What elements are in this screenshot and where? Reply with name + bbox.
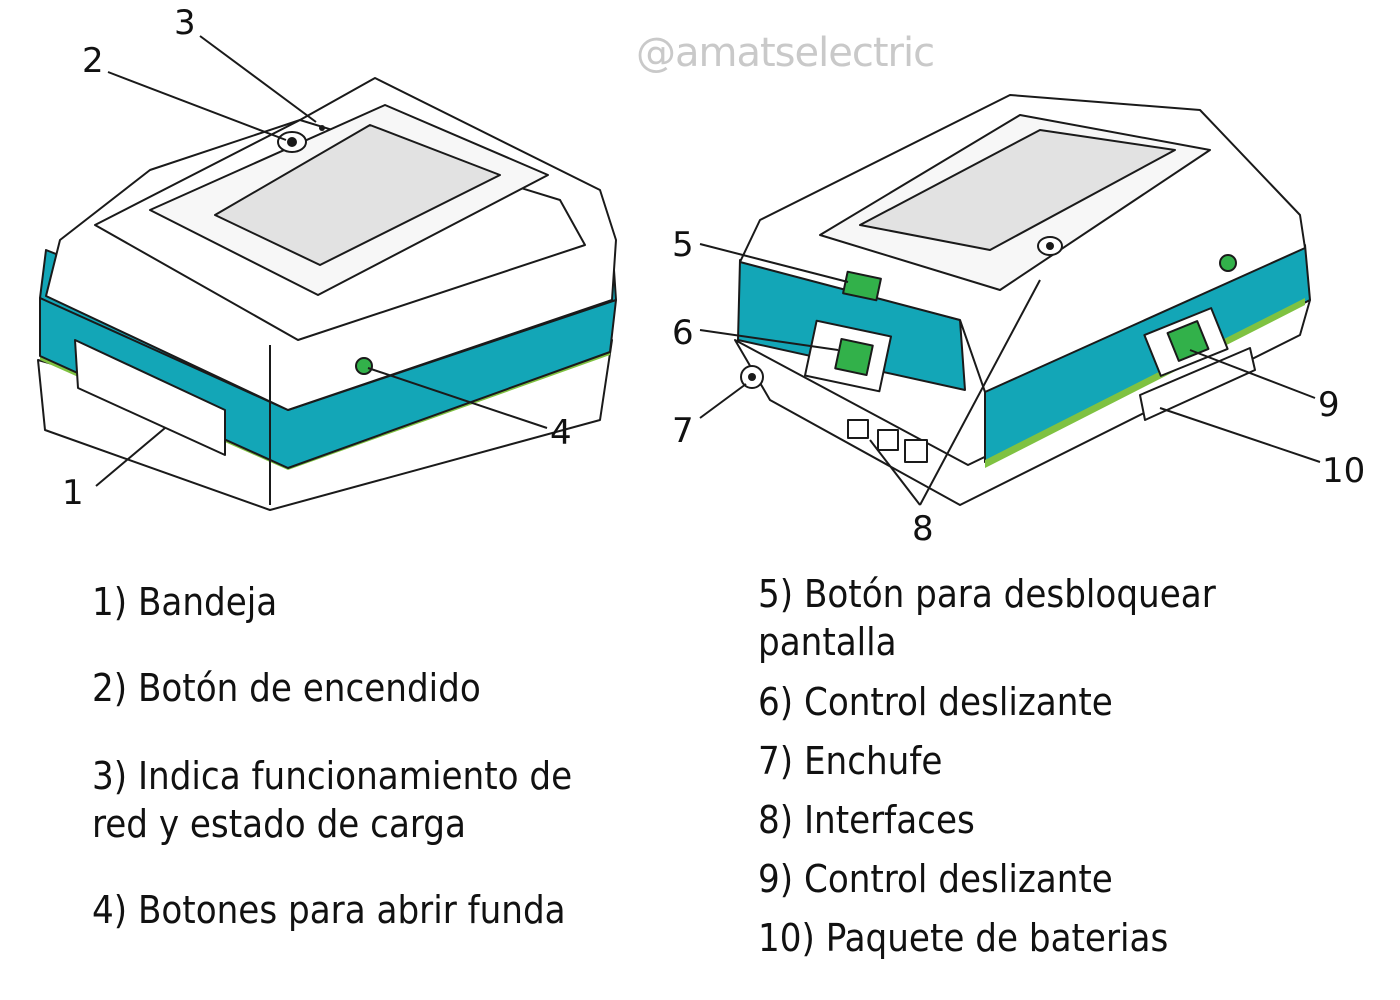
legend-item-1: 1) Bandeja xyxy=(92,580,278,624)
legend-item-7: 7) Enchufe xyxy=(758,739,943,783)
callout-4: 4 xyxy=(550,413,572,453)
back-base xyxy=(734,299,1311,506)
legend-item-9: 9) Control deslizante xyxy=(758,857,1113,901)
legend-item-4: 4) Botones para abrir funda xyxy=(92,888,566,932)
callout-10: 10 xyxy=(1322,451,1365,491)
back-slider-right xyxy=(1166,320,1210,362)
usb-b-port-icon xyxy=(877,429,899,451)
device-illustration: 1 2 3 4 5 6 7 8 9 10 xyxy=(37,3,1365,549)
legend-item-10: 10) Paquete de baterias xyxy=(758,916,1169,960)
legend-item-2: 2) Botón de encendido xyxy=(92,666,481,710)
leader-lines xyxy=(95,35,1321,506)
device-front-view xyxy=(37,77,617,511)
callout-6: 6 xyxy=(672,313,694,353)
back-screen xyxy=(859,129,1176,251)
watermark-text: @amatselectric xyxy=(636,30,935,76)
front-screen xyxy=(214,124,501,266)
legend-item-6: 6) Control deslizante xyxy=(758,680,1113,724)
device-back-view xyxy=(734,94,1311,506)
back-unlock-button xyxy=(842,270,882,302)
ethernet-port-icon xyxy=(904,439,928,463)
front-tray xyxy=(74,339,226,456)
back-battery-pack xyxy=(1139,347,1256,421)
legend-item-8: 8) Interfaces xyxy=(758,798,975,842)
callout-5: 5 xyxy=(672,225,694,265)
callout-1: 1 xyxy=(62,473,84,513)
callout-9: 9 xyxy=(1318,385,1340,425)
callout-3: 3 xyxy=(174,3,196,43)
callout-7: 7 xyxy=(672,411,694,451)
callout-2: 2 xyxy=(82,41,104,81)
front-side-button xyxy=(355,357,373,375)
usb-port-icon xyxy=(847,419,869,439)
back-slider-left xyxy=(834,338,874,376)
callout-8: 8 xyxy=(912,509,934,549)
